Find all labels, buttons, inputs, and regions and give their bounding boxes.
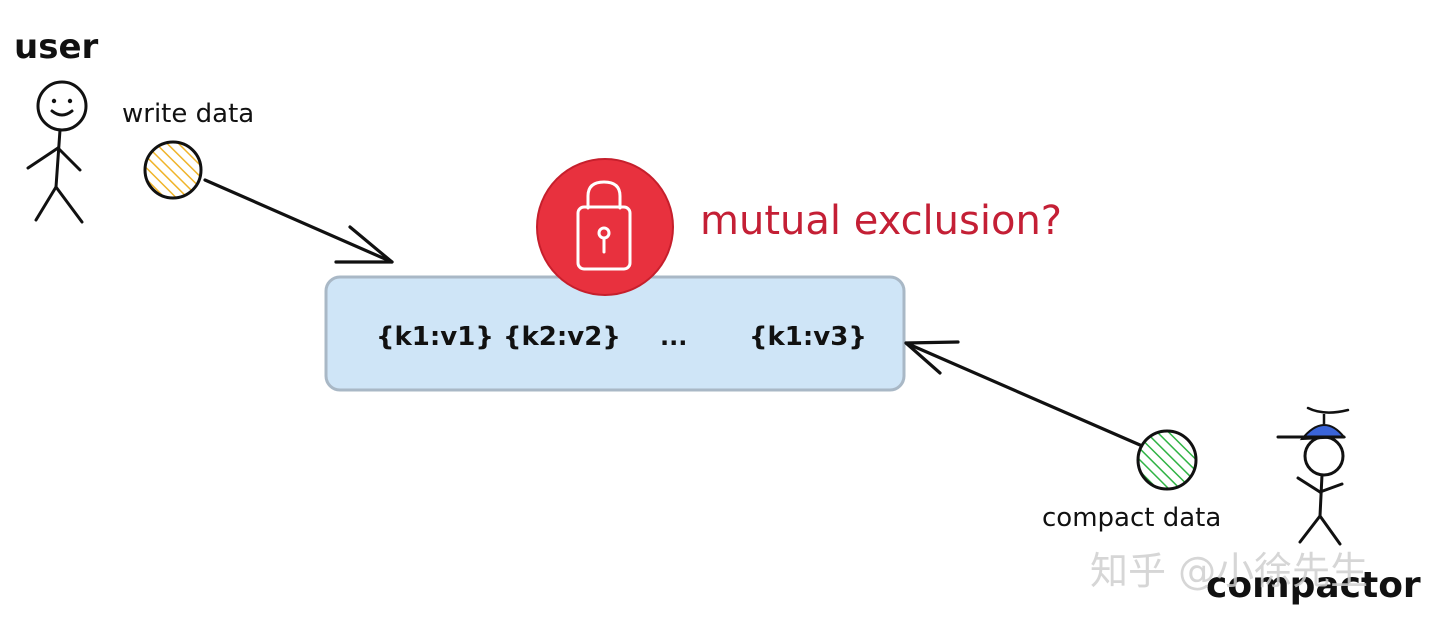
compactor-actor: compactor [1206,406,1421,606]
compactor-label: compactor [1206,565,1421,606]
kv-ellipsis: ... [660,323,687,351]
kv-store: {k1:v1} {k2:v2} ... {k1:v3} [324,275,906,392]
write-operation: write data [122,99,394,264]
compactor-stick-figure-icon [1296,435,1345,546]
user-actor: user [14,27,99,224]
watermark-text: 知乎 @小徐先生 [1090,549,1368,593]
propeller-cap-icon [1276,406,1350,441]
lock-icon [576,180,632,271]
kv-entry: {k1:v3} [749,322,867,352]
user-stick-figure-icon [26,80,88,224]
write-data-marker [143,140,203,200]
mutual-exclusion-label: mutual exclusion? [700,198,1062,244]
compact-data-label: compact data [1042,503,1221,533]
kv-entry: {k2:v2} [503,322,621,352]
kv-entry: {k1:v1} [376,322,494,352]
lock: mutual exclusion? [536,158,1062,296]
compact-operation: compact data [904,340,1221,533]
user-label: user [14,27,99,67]
write-arrow [203,178,394,264]
write-data-label: write data [122,99,254,129]
compact-arrow [904,340,1142,447]
compact-data-marker [1136,429,1198,491]
